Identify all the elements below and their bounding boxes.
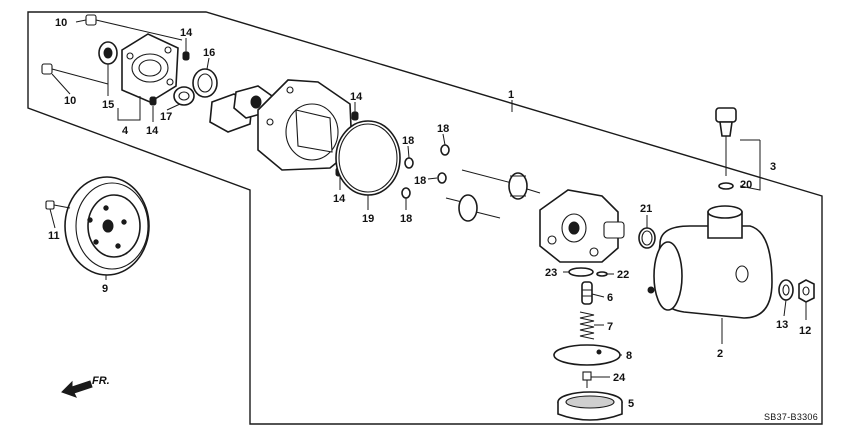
side-plate-rotor — [209, 85, 273, 133]
callout-10-lower: 10 — [64, 95, 76, 107]
callout-21: 21 — [640, 203, 652, 215]
drive-gear-shaft — [461, 169, 541, 200]
callout-24: 24 — [613, 372, 626, 384]
callout-4: 4 — [122, 125, 129, 137]
oil-seal-15 — [98, 41, 118, 65]
direction-label: FR. — [92, 375, 110, 387]
screw-24 — [582, 371, 592, 388]
callout-14-c: 14 — [350, 91, 363, 103]
cap-5 — [557, 391, 623, 421]
o-ring-18d — [401, 187, 411, 199]
bolt-11 — [45, 200, 71, 210]
pump-body — [257, 79, 353, 171]
washer-13 — [778, 279, 794, 301]
bolt-10-lower — [41, 63, 109, 85]
callout-17: 17 — [160, 111, 172, 123]
spring-7 — [579, 311, 595, 340]
o-ring-18b — [404, 157, 414, 169]
callout-14-a: 14 — [180, 27, 193, 39]
callout-6: 6 — [607, 292, 613, 304]
dipstick-cap-3 — [715, 107, 737, 176]
callout-2: 2 — [717, 348, 723, 360]
callout-14-b: 14 — [146, 125, 159, 137]
bolt-10-upper — [85, 14, 183, 41]
o-ring-20 — [718, 182, 734, 190]
assembly-boundary — [27, 11, 823, 425]
callout-14-d: 14 — [333, 193, 346, 205]
callout-11: 11 — [48, 230, 60, 242]
callouts: 10 10 15 4 14 14 16 17 1 14 18 18 18 18 … — [48, 17, 811, 410]
callout-18-a: 18 — [437, 123, 449, 135]
callout-23: 23 — [545, 267, 557, 279]
o-ring-18c — [437, 172, 447, 184]
callout-18-b: 18 — [402, 135, 414, 147]
gasket-19 — [335, 120, 401, 196]
o-ring-23 — [568, 267, 594, 277]
o-ring-21 — [638, 227, 656, 249]
pulley-9 — [64, 176, 150, 276]
o-ring-17 — [173, 86, 195, 106]
callout-3: 3 — [770, 161, 776, 173]
plate-8 — [553, 344, 621, 366]
callout-18-d: 18 — [400, 213, 412, 225]
callout-16: 16 — [203, 47, 215, 59]
valve-6 — [581, 281, 593, 305]
o-ring-18a — [440, 144, 450, 156]
callout-10-upper: 10 — [55, 17, 67, 29]
o-ring-22 — [596, 271, 608, 277]
callout-22: 22 — [617, 269, 629, 281]
reservoir-tank-2 — [647, 205, 773, 319]
diagram-code: SB37-B3306 — [764, 412, 818, 422]
dowel-pin-14c — [351, 111, 359, 121]
dowel-pin-14a — [182, 51, 190, 61]
driven-gear-shaft — [445, 194, 501, 222]
callout-7: 7 — [607, 321, 613, 333]
callout-5: 5 — [628, 398, 634, 410]
pump-cover-4 — [121, 33, 179, 103]
callout-8: 8 — [626, 350, 632, 362]
callout-19: 19 — [362, 213, 374, 225]
front-direction-arrow: FR. — [61, 375, 110, 398]
callout-1: 1 — [508, 89, 514, 101]
callout-13: 13 — [776, 319, 788, 331]
callout-20: 20 — [740, 179, 752, 191]
callout-12: 12 — [799, 325, 811, 337]
nut-12 — [798, 279, 815, 303]
leader-lines — [49, 19, 807, 378]
dowel-pin-14b — [149, 96, 157, 106]
o-ring-16 — [192, 68, 218, 98]
rear-housing — [539, 189, 625, 263]
callout-18-c: 18 — [414, 175, 426, 187]
callout-15: 15 — [102, 99, 114, 111]
callout-9: 9 — [102, 283, 108, 295]
